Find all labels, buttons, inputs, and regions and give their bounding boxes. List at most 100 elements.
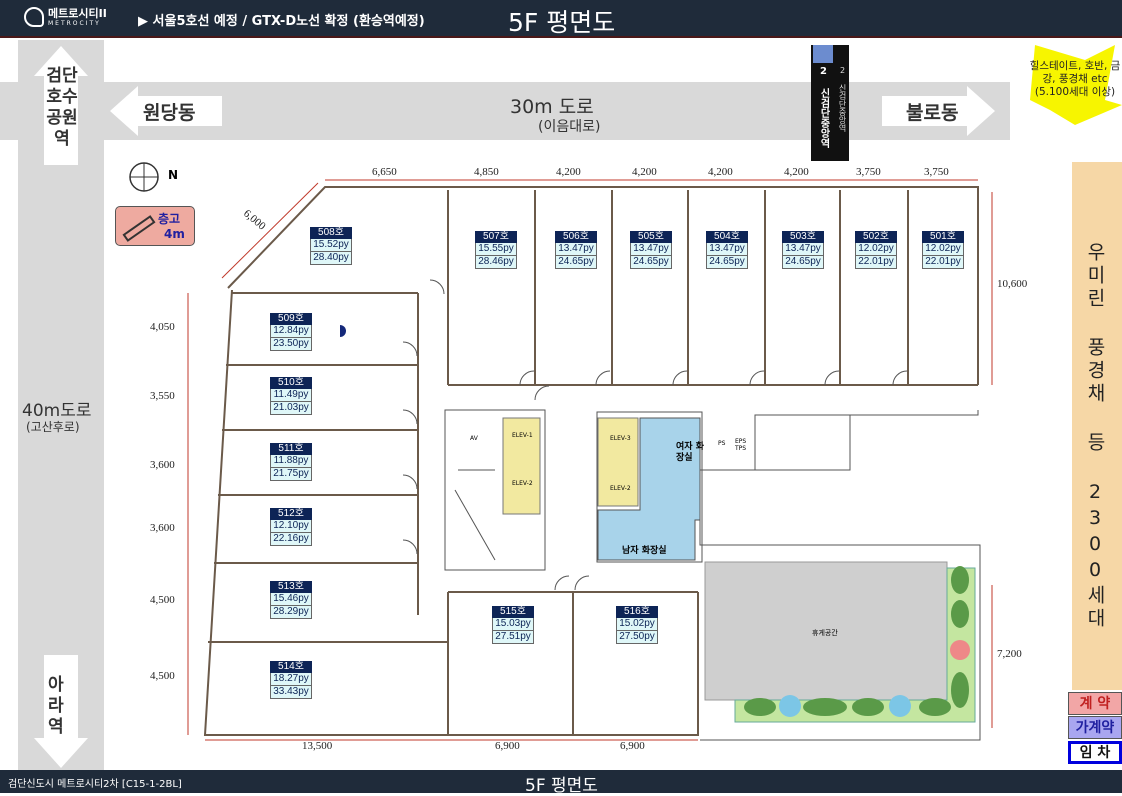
- dim-right: 7,200: [997, 648, 1022, 660]
- unit-area-exclusive: 13.47py: [782, 243, 824, 256]
- logo-icon: [24, 7, 44, 27]
- unit-number: 512호: [270, 508, 312, 520]
- legend-lease: 임 차: [1068, 741, 1122, 764]
- footer-bar: 검단신도시 메트로시티2차 [C15-1-2BL] 5F 평면도: [0, 770, 1122, 796]
- unit-number: 507호: [475, 231, 517, 243]
- unit-number: 515호: [492, 606, 534, 618]
- logo-sub: METROCITY: [48, 20, 101, 27]
- left-road-label: 40m도로: [22, 401, 92, 421]
- unit-number: 506호: [555, 231, 597, 243]
- right-banner: 우미린 풍경채 등 2300세대: [1072, 162, 1122, 690]
- elev2b-label: ELEV-2: [610, 485, 631, 492]
- unit-area-total: 22.01py: [855, 256, 897, 269]
- unit-area-total: 24.65py: [630, 256, 672, 269]
- dim-left: 4,500: [150, 670, 175, 682]
- north-arrow: [34, 46, 88, 165]
- unit-number: 516호: [616, 606, 658, 618]
- men-restroom-label: 남자 화장실: [622, 546, 667, 556]
- station-sign: 2 신검단중앙역 2 신검단중앙역: [811, 45, 849, 161]
- dim-right: 10,600: [997, 278, 1028, 290]
- unit-area-total: 28.40py: [310, 252, 352, 265]
- right-banner-text: 우미린 풍경채 등 2300세대: [1084, 242, 1106, 631]
- floor-height-value: 4m: [164, 227, 185, 241]
- unit-area-total: 21.03py: [270, 402, 312, 415]
- unit-area-total: 22.16py: [270, 533, 312, 546]
- elev2-label: ELEV-2: [512, 480, 533, 487]
- dim-top: 4,850: [474, 166, 499, 178]
- unit-number: 513호: [270, 581, 312, 593]
- compass-icon: [129, 162, 159, 192]
- top-road-label: 30m 도로: [510, 96, 594, 118]
- unit-area-exclusive: 18.27py: [270, 673, 312, 686]
- unit-area-exclusive: 13.47py: [555, 243, 597, 256]
- dim-left: 4,050: [150, 321, 175, 333]
- unit-number: 511호: [270, 443, 312, 455]
- unit-area-exclusive: 12.84py: [270, 325, 312, 338]
- dim-top: 4,200: [632, 166, 657, 178]
- elevator-3: [597, 417, 639, 507]
- unit-area-total: 23.50py: [270, 338, 312, 351]
- dim-top: 3,750: [856, 166, 881, 178]
- train-icon: [813, 45, 833, 63]
- footer-title: 5F 평면도: [525, 776, 598, 796]
- parasol-blue: [779, 695, 801, 717]
- unit-area-total: 27.51py: [492, 631, 534, 644]
- unit-area-exclusive: 11.49py: [270, 389, 312, 402]
- west-arrow: [110, 86, 222, 136]
- station-sign-2: 2 신검단중앙역: [838, 66, 847, 132]
- unit-area-exclusive: 12.10py: [270, 520, 312, 533]
- unit-area-exclusive: 12.02py: [922, 243, 964, 256]
- east-label: 불로동: [906, 102, 959, 124]
- terrace-label: 휴게공간: [812, 629, 838, 637]
- dim-top: 4,200: [708, 166, 733, 178]
- unit-area-exclusive: 15.46py: [270, 593, 312, 606]
- unit-area-exclusive: 13.47py: [630, 243, 672, 256]
- dim-top: 4,200: [784, 166, 809, 178]
- unit-area-exclusive: 11.88py: [270, 455, 312, 468]
- dim-bottom: 6,900: [495, 740, 520, 752]
- ps-label: PS: [718, 440, 726, 447]
- left-road-sub: (고산후로): [26, 420, 80, 434]
- unit-number: 508호: [310, 227, 352, 239]
- callout-text: 힐스테이트, 호반, 금강, 풍경채 etc (5.100세대 이상): [1029, 60, 1121, 98]
- elev3-label: ELEV-3: [610, 435, 631, 442]
- unit-area-exclusive: 15.03py: [492, 618, 534, 631]
- women-restroom-label: 여자 화장실: [676, 442, 704, 463]
- unit-number: 501호: [922, 231, 964, 243]
- dim-left: 4,500: [150, 594, 175, 606]
- callout-burst: [1030, 45, 1122, 125]
- legend-contract: 계 약: [1068, 692, 1122, 715]
- unit-area-exclusive: 15.55py: [475, 243, 517, 256]
- dim-top: 3,750: [924, 166, 949, 178]
- floor-height-label: 층고: [158, 212, 181, 226]
- floor-height-badge: 층고 4m: [115, 206, 195, 246]
- west-label: 원당동: [143, 102, 196, 124]
- unit-area-total: 27.50py: [616, 631, 658, 644]
- unit-number: 514호: [270, 661, 312, 673]
- page-title: 5F 평면도: [508, 8, 616, 37]
- elev1-label: ELEV-1: [512, 432, 533, 439]
- unit-area-exclusive: 12.02py: [855, 243, 897, 256]
- unit-area-total: 24.65py: [555, 256, 597, 269]
- dim-left: 3,600: [150, 459, 175, 471]
- unit-area-total: 28.29py: [270, 606, 312, 619]
- footer-project: 검단신도시 메트로시티2차 [C15-1-2BL]: [8, 779, 182, 790]
- unit-area-total: 22.01py: [922, 256, 964, 269]
